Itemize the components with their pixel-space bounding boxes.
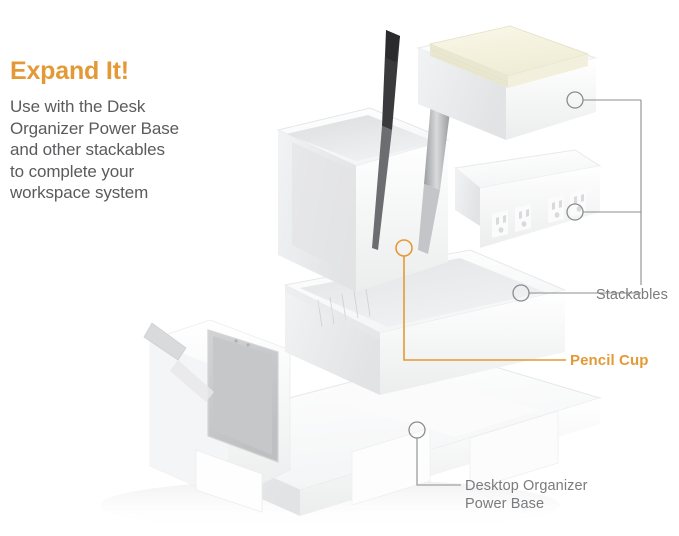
power-outlet xyxy=(492,210,508,238)
tier-shadow xyxy=(285,285,380,340)
callout-marker-stackables[interactable] xyxy=(512,284,530,302)
description-line: Use with the Desk xyxy=(10,97,146,116)
description-line: to complete your xyxy=(10,161,135,181)
description-line: and other stackables xyxy=(10,140,165,159)
callout-marker-note-tray[interactable] xyxy=(566,91,584,109)
callout-label-pencil-cup: Pencil Cup xyxy=(570,352,649,369)
description-line: workspace system xyxy=(10,183,149,202)
callout-label-power-base: Desktop Organizer Power Base xyxy=(465,477,588,513)
pencil-cup xyxy=(276,30,452,292)
stackable-tray xyxy=(283,249,567,395)
tablet-dock xyxy=(143,319,291,513)
callout-label-line: Desktop Organizer xyxy=(465,478,588,494)
callout-marker-power-base[interactable] xyxy=(408,421,426,439)
power-outlet xyxy=(548,195,564,223)
callout-label-line: Power Base xyxy=(465,496,545,512)
power-strip-module xyxy=(453,149,602,248)
description-text: Use with the Desk Organizer Power Base a… xyxy=(10,96,240,204)
callout-label-stackables: Stackables xyxy=(596,287,668,303)
power-outlet xyxy=(515,204,531,232)
callout-marker-pencil-cup[interactable] xyxy=(395,239,413,257)
callout-marker-power-strip[interactable] xyxy=(566,203,584,221)
sticky-note-pad xyxy=(428,25,590,88)
description-line: Organizer Power Base xyxy=(10,118,180,138)
power-outlet xyxy=(570,189,586,217)
note-tray xyxy=(416,25,598,140)
page-title: Expand It! xyxy=(10,57,129,85)
